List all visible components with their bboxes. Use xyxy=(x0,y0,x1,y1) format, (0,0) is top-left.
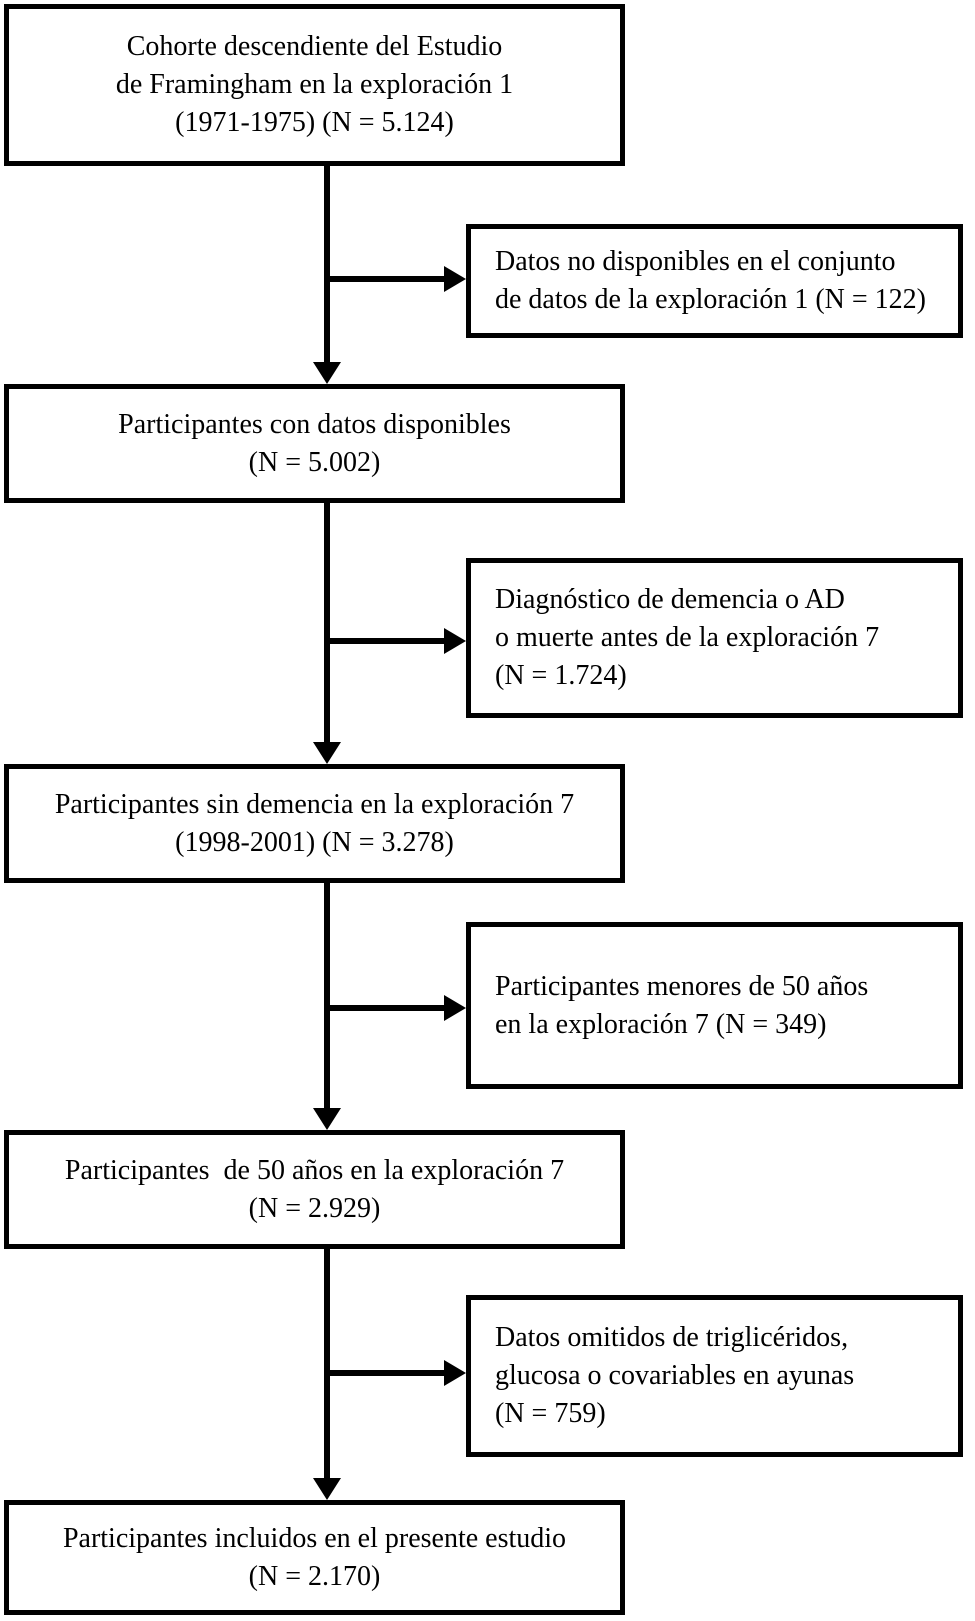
down-arrow-line-4 xyxy=(324,1249,330,1478)
right-arrowhead-icon xyxy=(444,266,466,292)
box-excluded-missing-labs-line-3: (N = 759) xyxy=(495,1398,606,1429)
right-arrowhead-icon xyxy=(444,995,466,1021)
box-data-available-line-2: (N = 5.002) xyxy=(248,446,381,478)
box-excluded-no-data: Datos no disponibles en el conjunto de d… xyxy=(466,224,963,338)
box-excluded-dementia-death-line-1: Diagnóstico de demencia o AD xyxy=(495,584,845,615)
box-excluded-dementia-death-line-2: o muerte antes de la exploración 7 xyxy=(495,622,880,653)
branch-arrow-line-2 xyxy=(327,638,444,644)
branch-arrow-line-3 xyxy=(327,1005,444,1011)
right-arrowhead-icon xyxy=(444,1360,466,1386)
box-excluded-dementia-death: Diagnóstico de demencia o AD o muerte an… xyxy=(466,558,963,718)
box-data-available: Participantes con datos disponibles (N =… xyxy=(4,384,625,503)
box-excluded-under-50-line-2: en la exploración 7 (N = 349) xyxy=(495,1008,827,1040)
down-arrowhead-icon xyxy=(313,742,341,764)
box-cohort-line-3: (1971-1975) (N = 5.124) xyxy=(175,107,454,138)
box-cohort-line-1: Cohorte descendiente del Estudio xyxy=(126,31,503,62)
right-arrowhead-icon xyxy=(444,628,466,654)
down-arrowhead-icon xyxy=(313,1108,341,1130)
box-age-50: Participantes de 50 años en la exploraci… xyxy=(4,1130,625,1249)
box-excluded-missing-labs: Datos omitidos de triglicéridos, glucosa… xyxy=(466,1295,963,1457)
box-excluded-missing-labs-line-2: glucosa o covariables en ayunas xyxy=(495,1360,855,1391)
box-cohort-line-2: de Framingham en la exploración 1 xyxy=(115,69,514,100)
box-excluded-no-data-line-2: de datos de la exploración 1 (N = 122) xyxy=(495,284,926,315)
down-arrow-line-3 xyxy=(324,883,330,1108)
box-age-50-line-1: Participantes de 50 años en la exploraci… xyxy=(64,1154,565,1186)
box-no-dementia: Participantes sin demencia en la explora… xyxy=(4,764,625,883)
branch-arrow-line-4 xyxy=(327,1370,444,1376)
box-excluded-dementia-death-line-3: (N = 1.724) xyxy=(495,660,627,691)
box-excluded-under-50: Participantes menores de 50 años en la e… xyxy=(466,922,963,1089)
down-arrowhead-icon xyxy=(313,1478,341,1500)
box-no-dementia-line-1: Participantes sin demencia en la explora… xyxy=(54,788,575,820)
box-excluded-missing-labs-line-1: Datos omitidos de triglicéridos, xyxy=(495,1322,849,1353)
branch-arrow-line-1 xyxy=(327,276,444,282)
box-data-available-line-1: Participantes con datos disponibles xyxy=(118,408,511,440)
box-excluded-no-data-line-1: Datos no disponibles en el conjunto xyxy=(495,246,896,277)
box-cohort: Cohorte descendiente del Estudio de Fram… xyxy=(4,4,625,166)
box-included-line-2: (N = 2.170) xyxy=(248,1560,381,1592)
box-age-50-line-2: (N = 2.929) xyxy=(248,1192,381,1224)
box-included-line-1: Participantes incluidos en el presente e… xyxy=(62,1522,567,1554)
down-arrowhead-icon xyxy=(313,362,341,384)
down-arrow-line-1 xyxy=(324,166,330,362)
down-arrow-line-2 xyxy=(324,503,330,742)
box-excluded-under-50-line-1: Participantes menores de 50 años xyxy=(495,970,869,1002)
box-no-dementia-line-2: (1998-2001) (N = 3.278) xyxy=(175,826,454,858)
box-included: Participantes incluidos en el presente e… xyxy=(4,1500,625,1615)
